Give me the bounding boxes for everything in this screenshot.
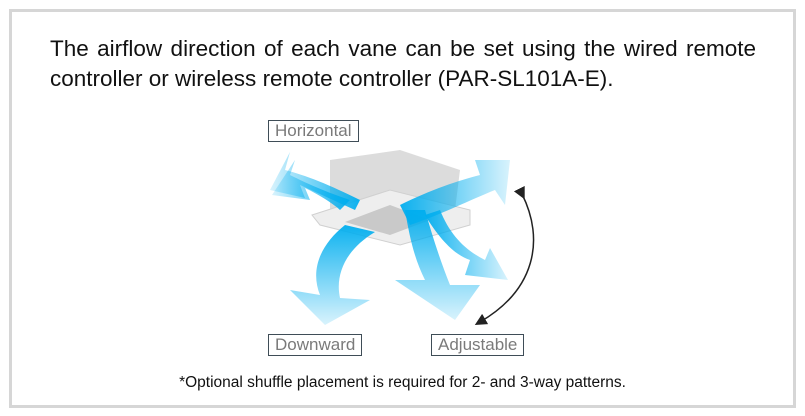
label-adjustable: Adjustable	[431, 334, 525, 356]
content-frame	[9, 9, 796, 408]
airflow-arrow-horizontal	[270, 152, 360, 210]
adjustable-range-arrow	[474, 185, 535, 326]
airflow-arrow-downward-left	[290, 225, 375, 325]
intro-text: The airflow direction of each vane can b…	[50, 36, 756, 91]
label-downward: Downward	[268, 334, 363, 356]
footnote: *Optional shuffle placement is required …	[179, 374, 626, 391]
airflow-arrow-horizontal-right	[400, 160, 510, 225]
label-horizontal: Horizontal	[268, 120, 359, 142]
airflow-arrow-downward-right	[395, 210, 480, 320]
